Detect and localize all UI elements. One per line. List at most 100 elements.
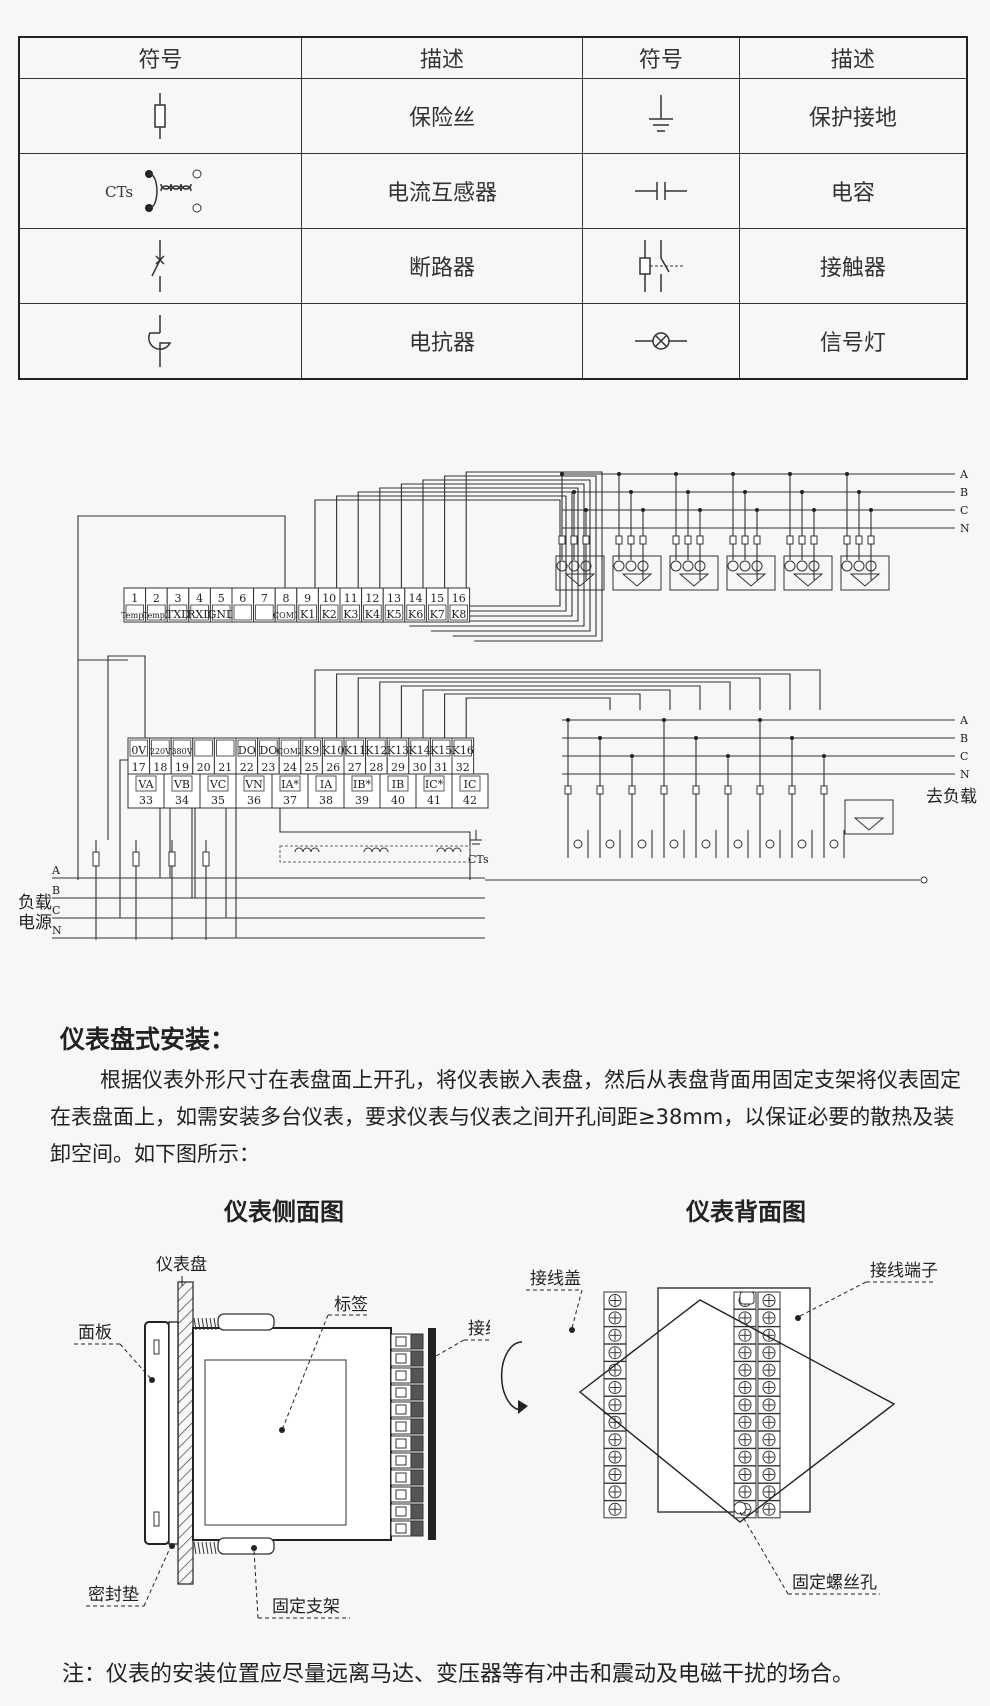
terminal-number: 21 — [218, 761, 232, 774]
terminal-name: DO — [238, 744, 256, 757]
terminal-name: TXD — [166, 608, 190, 621]
install-note: 注：仪表的安装位置应尽量远离马达、变压器等有冲击和震动及电磁干扰的场合。 — [62, 1662, 855, 1687]
terminal-number: 35 — [211, 794, 225, 807]
current-transformer-icon: CTs — [18, 153, 302, 229]
terminal-number: 8 — [283, 592, 290, 605]
protective-ground-icon — [582, 78, 740, 154]
table-row: 电抗器 信号灯 — [18, 303, 968, 380]
contactor-icon — [582, 228, 740, 304]
terminal-name: K4 — [365, 608, 380, 621]
bottom-terminal-37: IA*37 — [271, 773, 309, 809]
terminal-name: K15 — [430, 744, 452, 757]
terminal-number: 31 — [434, 761, 448, 774]
terminal-name: Temp1 — [121, 611, 148, 620]
bottom-terminal-40: IB 40 — [379, 773, 417, 809]
table-row: 断路器 接触器 — [18, 228, 968, 304]
terminal-name: COM1 — [273, 611, 299, 620]
bus-label-top: C — [960, 504, 968, 517]
header-desc-1: 描述 — [300, 36, 584, 79]
back-view-title: 仪表背面图 — [686, 1197, 806, 1226]
terminal-number: 33 — [139, 794, 153, 807]
breaker-desc: 断路器 — [300, 228, 584, 304]
bus-label-source: N — [52, 924, 62, 937]
install-title: 仪表盘式安装： — [60, 1025, 236, 1054]
terminal-name: K5 — [386, 608, 401, 621]
bus-label-mid: A — [959, 714, 969, 727]
terminal-number: 23 — [261, 761, 275, 774]
bottom-terminal-block: VA33VB34VC35VN36IA*37IA38IB*39IB40IC*41I… — [127, 773, 489, 809]
label-label: 标签 — [334, 1295, 368, 1315]
terminal-number: 41 — [427, 794, 441, 807]
terminal-name: K3 — [343, 608, 358, 621]
bus-label-top: B — [960, 486, 968, 499]
terminal-number: 40 — [391, 794, 405, 807]
terminal-number: 39 — [355, 794, 369, 807]
terminal-number: 9 — [304, 592, 311, 605]
source-label-1: 负载 — [18, 893, 52, 913]
back-cover-label: 接线盖 — [530, 1269, 581, 1289]
fuse-icon — [18, 78, 302, 154]
contactor-desc: 接触器 — [738, 228, 968, 304]
capacitor-desc: 电容 — [738, 153, 968, 229]
top-terminal-9: 9K1 — [296, 587, 319, 623]
bus-label-mid: N — [960, 768, 970, 781]
terminal-number: 20 — [197, 761, 211, 774]
lamp-desc: 信号灯 — [738, 303, 968, 380]
side-view-diagram: 仪表盘 标签 接线盖 面板 密封垫 固定支架 — [74, 1255, 490, 1619]
bottom-terminal-39: IB*39 — [343, 773, 381, 809]
mid-terminal-20: 20 — [192, 737, 215, 775]
bottom-terminal-35: VC 35 — [199, 773, 237, 809]
terminal-number: 18 — [153, 761, 167, 774]
bus-label-source: C — [52, 904, 60, 917]
bus-label-mid: C — [960, 750, 968, 763]
terminal-number: 36 — [247, 794, 261, 807]
terminal-number: 28 — [369, 761, 383, 774]
terminal-name: VA — [137, 778, 154, 791]
terminal-name: VC — [209, 778, 226, 791]
ground-desc: 保护接地 — [738, 78, 968, 154]
bottom-terminal-36: VN 36 — [235, 773, 273, 809]
terminal-number: 37 — [283, 794, 297, 807]
side-view-title: 仪表侧面图 — [224, 1197, 344, 1226]
terminal-number: 11 — [344, 592, 358, 605]
terminal-name: K11 — [344, 744, 366, 757]
terminal-number: 42 — [463, 794, 477, 807]
terminal-cover-label: 接线盖 — [468, 1319, 490, 1339]
capacitor-icon — [582, 153, 740, 229]
terminal-number: 15 — [430, 592, 444, 605]
bus-label-source: B — [52, 884, 60, 897]
terminal-number: 6 — [239, 592, 246, 605]
reactor-icon — [18, 303, 302, 380]
terminal-name: IA — [320, 778, 333, 791]
fuse-desc: 保险丝 — [300, 78, 584, 154]
terminal-name: GND — [208, 608, 235, 621]
terminal-number: 22 — [240, 761, 254, 774]
bus-label-top: A — [959, 468, 969, 481]
terminal-name: VN — [244, 778, 263, 791]
terminal-number: 16 — [452, 592, 466, 605]
terminal-number: 26 — [326, 761, 340, 774]
terminal-name: IB — [392, 778, 404, 791]
terminal-name: K12 — [365, 744, 387, 757]
terminal-number: 13 — [387, 592, 401, 605]
terminal-name: IC* — [425, 778, 444, 791]
reactor-desc: 电抗器 — [300, 303, 584, 380]
ct-desc: 电流互感器 — [300, 153, 584, 229]
face-panel-label: 面板 — [78, 1323, 112, 1343]
